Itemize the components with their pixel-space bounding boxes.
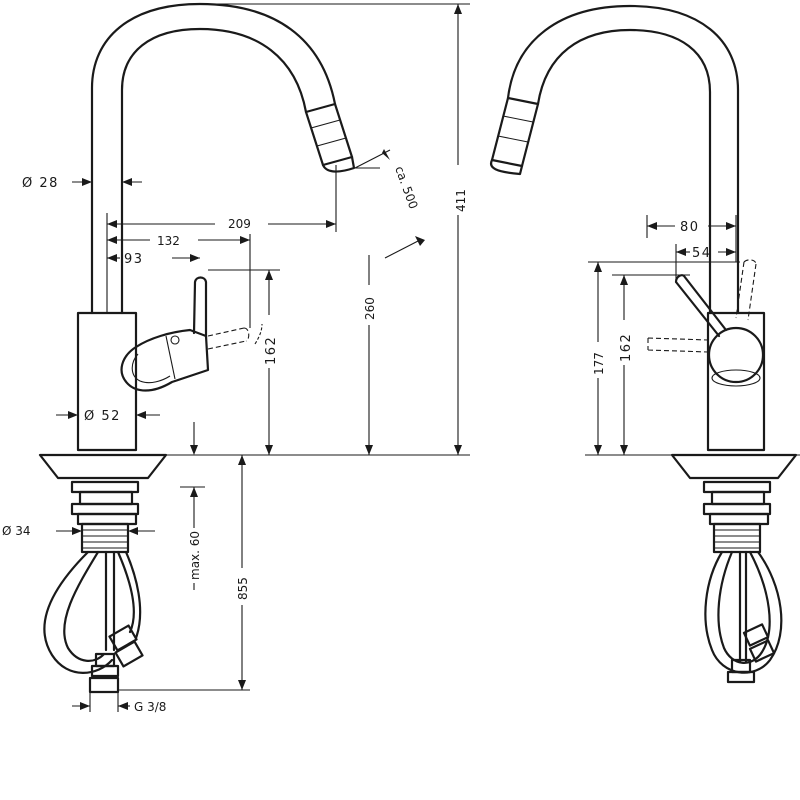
dim-body-diameter: Ø 52 bbox=[84, 409, 121, 424]
front-spout-outer bbox=[506, 4, 740, 315]
dim-pullout-length: ca. 500 bbox=[392, 164, 420, 211]
dim-lever-clearance: 80 bbox=[680, 220, 700, 235]
dim-handle-height: 177 bbox=[592, 352, 606, 375]
front-handle-lever bbox=[674, 274, 728, 338]
dim-connection-thread: G 3/8 bbox=[134, 700, 166, 714]
front-faucet-body bbox=[706, 311, 766, 452]
front-spout-inner bbox=[536, 28, 712, 315]
lever-housing bbox=[120, 328, 210, 392]
dim-lever-offset: 54 bbox=[692, 246, 712, 261]
front-spray-head bbox=[490, 96, 540, 168]
front-hose-connector-1 bbox=[742, 623, 770, 647]
dim-front-lever-height: 162 bbox=[619, 333, 634, 362]
dim-reach-lever-tip: 132 bbox=[157, 234, 180, 248]
front-view: 80 54 177 162 bbox=[489, 4, 800, 684]
side-view: Ø 28 209 132 93 162 260 bbox=[2, 2, 470, 714]
dim-spout-diameter: Ø 28 bbox=[22, 176, 59, 191]
base-plate bbox=[38, 453, 168, 480]
handle-lever bbox=[192, 276, 208, 339]
spout-inner bbox=[120, 27, 308, 315]
dim-total-height: 411 bbox=[454, 189, 468, 212]
spray-head bbox=[304, 102, 354, 167]
dim-aerator-height: 260 bbox=[363, 297, 377, 320]
dim-reach-lever: 93 bbox=[124, 252, 144, 267]
dim-reach-spout: 209 bbox=[228, 217, 251, 231]
dim-lever-height: 162 bbox=[264, 336, 279, 365]
alt-lever-position bbox=[207, 327, 250, 350]
dim-max-thickness: max. 60 bbox=[188, 531, 202, 580]
front-handle-hub bbox=[707, 326, 765, 384]
faucet-body bbox=[76, 311, 138, 452]
front-base-plate bbox=[670, 453, 798, 480]
front-threaded-shank bbox=[712, 522, 762, 554]
supply-hose-loop bbox=[43, 550, 114, 674]
dim-hole-diameter: Ø 34 bbox=[2, 524, 31, 538]
dim-hose-length: 855 bbox=[236, 577, 250, 600]
